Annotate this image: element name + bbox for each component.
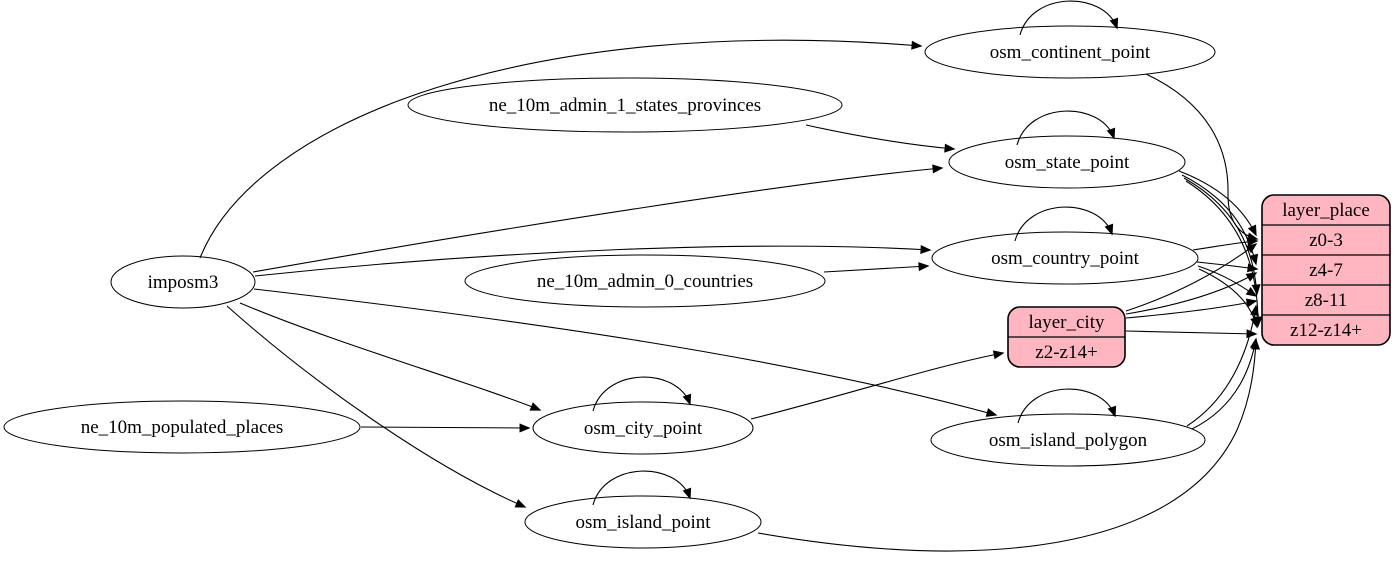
edge-imposm3-to-osm_state_point (252, 164, 944, 273)
table-ellipse (924, 25, 1216, 79)
table-ellipse (464, 254, 826, 308)
edge-ne_10m_admin_1_states_provinces-to-osm_state_point (805, 124, 956, 153)
edge-osm_state_point-to-layer_place-z12-z14+ (1185, 180, 1263, 328)
edge-osm_country_point-to-osm_country_point (1014, 206, 1114, 242)
edge-osm_state_point-to-osm_state_point (1016, 110, 1116, 146)
node-ne_10m_populated_places: ne_10m_populated_places (3, 400, 361, 454)
table-ellipse (948, 135, 1186, 189)
table-ellipse (110, 255, 256, 309)
edge-imposm3-to-osm_city_point (239, 302, 542, 411)
node-osm_island_point: osm_island_point (524, 495, 762, 549)
record-row-label: z0-3 (1309, 230, 1343, 251)
node-label: osm_state_point (1005, 152, 1130, 173)
node-ne_10m_admin_1_states_provinces: ne_10m_admin_1_states_provinces (407, 77, 843, 133)
edge-osm_city_point-to-osm_city_point (592, 376, 692, 412)
edge-osm_country_point-to-layer_place-z8-11 (1197, 265, 1258, 297)
edge-osm_continent_point-to-layer_place-z0-3 (1145, 73, 1259, 242)
node-osm_country_point: osm_country_point (931, 231, 1199, 285)
edges-layer (199, 0, 1263, 552)
table-ellipse (3, 400, 361, 454)
record-row-label: z2-z14+ (1035, 342, 1097, 363)
record-row-label: z4-7 (1309, 260, 1343, 281)
node-osm_city_point: osm_city_point (532, 401, 754, 455)
node-label: osm_island_polygon (989, 430, 1148, 451)
edge-osm_country_point-to-layer_place-z4-7 (1196, 261, 1259, 273)
table-ellipse (407, 77, 843, 133)
table-ellipse (931, 231, 1199, 285)
node-osm_island_polygon: osm_island_polygon (930, 413, 1206, 467)
edge-ne_10m_admin_0_countries-to-osm_country_point (823, 262, 930, 273)
record-row-label: z8-11 (1305, 290, 1348, 311)
edge-osm_island_point-to-osm_island_point (592, 470, 692, 506)
record-title: layer_city (1029, 312, 1105, 333)
node-label: ne_10m_admin_1_states_provinces (489, 95, 761, 116)
nodes-layer: imposm3 ne_10m_admin_1_states_provincesne… (3, 25, 1391, 549)
node-layer_place: layer_place z0-3 z4-7 z8-11 z12-z14+ (1261, 194, 1391, 346)
edge-imposm3-to-osm_continent_point (199, 39, 923, 259)
node-layer_city: layer_city z2-z14+ (1007, 306, 1126, 368)
edge-ne_10m_populated_places-to-osm_city_point (360, 423, 531, 433)
edge-osm_state_point-to-layer_place-z8-11 (1183, 177, 1261, 296)
edge-osm_continent_point-to-osm_continent_point (1019, 0, 1119, 36)
node-label: imposm3 (148, 272, 219, 293)
node-osm_state_point: osm_state_point (948, 135, 1186, 189)
node-label: osm_continent_point (990, 42, 1151, 63)
record-row-label: z12-z14+ (1290, 320, 1362, 341)
record-box (1261, 194, 1391, 346)
edge-osm_state_point-to-layer_place-z0-3 (1178, 170, 1257, 237)
edge-osm_island_polygon-to-osm_island_polygon (1017, 388, 1117, 424)
edge-imposm3-to-osm_island_point (226, 305, 527, 508)
node-label: osm_city_point (584, 418, 703, 439)
table-ellipse (930, 413, 1206, 467)
node-label: osm_island_point (575, 512, 711, 533)
edge-imposm3-to-osm_country_point (254, 244, 932, 277)
node-osm_continent_point: osm_continent_point (924, 25, 1216, 79)
edge-layer_city-to-layer_place-z12-z14+ (1125, 329, 1258, 339)
record-title: layer_place (1282, 200, 1370, 221)
node-label: ne_10m_admin_0_countries (537, 271, 753, 292)
table-ellipse (532, 401, 754, 455)
node-label: osm_country_point (991, 248, 1139, 269)
edge-osm_country_point-to-layer_place-z0-3 (1192, 237, 1259, 251)
edge-layer_city-to-layer_place-z8-11 (1125, 298, 1258, 319)
edge-layer_city-to-layer_place-z4-7 (1125, 272, 1258, 315)
edge-osm_city_point-to-layer_city-z2-z14+ (750, 350, 1005, 420)
table-ellipse (524, 495, 762, 549)
node-imposm3: imposm3 (110, 255, 256, 309)
edge-imposm3-to-osm_island_polygon (253, 288, 998, 417)
edge-osm_island_point-to-layer_place-z12-z14+ (757, 338, 1261, 552)
edge-osm_state_point-to-layer_place-z4-7 (1181, 174, 1259, 266)
edge-osm_country_point-to-layer_place-z12-z14+ (1198, 268, 1259, 329)
node-ne_10m_admin_0_countries: ne_10m_admin_0_countries (464, 254, 826, 308)
edge-layer_city-to-layer_place-z0-3 (1125, 243, 1258, 312)
node-label: ne_10m_populated_places (81, 417, 284, 438)
